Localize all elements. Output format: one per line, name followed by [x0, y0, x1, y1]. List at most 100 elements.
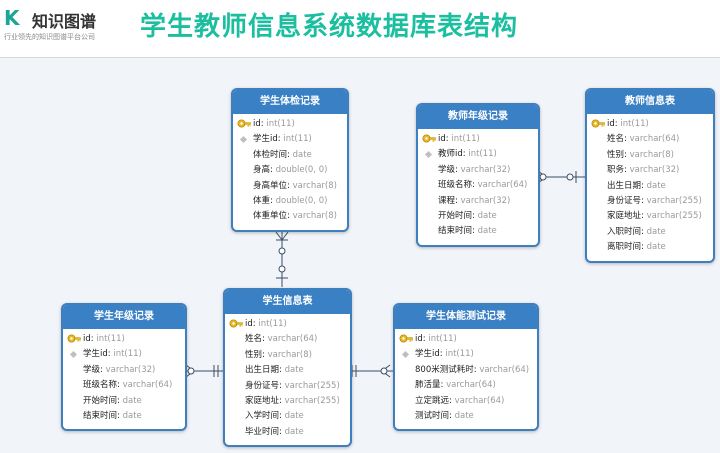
field-row: 测试时间: date [395, 409, 537, 424]
field-separator: : [422, 334, 429, 344]
field-name: 学生id [83, 349, 108, 360]
field-row: 出生日期: date [587, 179, 713, 194]
field-separator: : [117, 410, 123, 421]
field-separator: : [624, 165, 630, 176]
field-name: id [83, 334, 91, 344]
field-name: 家庭地址 [607, 211, 642, 222]
field-separator: : [445, 134, 452, 144]
field-name: 结束时间 [438, 226, 473, 237]
field-name: 班级名称 [438, 180, 473, 191]
field-separator: : [270, 165, 276, 176]
field-separator: : [287, 149, 293, 160]
field-name: 体重 [253, 195, 271, 206]
entity-title: 教师信息表 [587, 90, 713, 114]
field-type: date [292, 149, 312, 160]
field-name: 家庭地址 [245, 395, 280, 406]
field-row: 课程: varchar(32) [418, 194, 538, 209]
entity-title: 学生体能测试记录 [395, 305, 537, 329]
field-type: varchar(32) [460, 164, 511, 175]
field-type: int(11) [113, 349, 142, 360]
field-name: 教师id [438, 149, 463, 160]
field-type: varchar(32) [629, 165, 680, 176]
field-separator: : [439, 349, 446, 360]
field-separator: : [279, 411, 285, 422]
field-separator: : [90, 334, 97, 344]
field-type: int(11) [620, 119, 649, 129]
field-separator: : [277, 134, 284, 145]
field-row: 学级: varchar(32) [418, 163, 538, 178]
field-row: 结束时间: date [63, 409, 185, 424]
field-name: 体重单位 [253, 211, 288, 222]
field-name: id [415, 334, 423, 344]
diamond-icon [401, 351, 410, 359]
field-row: 职务: varchar(32) [587, 163, 713, 178]
logo: K 知识图谱 行业领先的知识图谱平台公司 [4, 6, 134, 46]
field-row: 性别: varchar(8) [225, 348, 350, 363]
field-name: 身高单位 [253, 180, 288, 191]
field-separator: : [614, 119, 621, 129]
field-separator: : [252, 319, 259, 329]
field-separator: : [472, 180, 478, 191]
field-type: int(11) [468, 149, 497, 160]
field-type: date [646, 180, 666, 191]
field-name: 身份证号 [607, 195, 642, 206]
field-row: 身份证号: varchar(255) [587, 194, 713, 209]
field-type: varchar(32) [460, 195, 511, 206]
field-row: id: int(11) [587, 117, 713, 132]
field-type: varchar(64) [122, 380, 173, 391]
field-type: int(11) [428, 334, 457, 344]
key-icon [237, 118, 251, 131]
key-icon [422, 133, 436, 146]
field-separator: : [472, 210, 478, 221]
field-name: 开始时间 [83, 395, 118, 406]
field-name: 身高 [253, 165, 271, 176]
field-type: int(11) [266, 119, 295, 129]
field-separator: : [279, 395, 285, 406]
field-row: 教师id: int(11) [418, 147, 538, 162]
field-row: 学生id: int(11) [395, 347, 537, 362]
field-name: id [253, 119, 261, 129]
field-row: 家庭地址: varchar(255) [225, 394, 350, 409]
logo-tagline: 行业领先的知识图谱平台公司 [4, 33, 95, 41]
field-type: varchar(64) [446, 380, 496, 391]
field-type: varchar(8) [267, 349, 312, 360]
entity-title: 学生信息表 [225, 290, 350, 314]
field-type: varchar(64) [267, 334, 318, 345]
field-separator: : [449, 395, 455, 406]
field-type: int(11) [96, 334, 125, 344]
field-type: int(11) [258, 319, 287, 329]
field-name: 职务 [607, 165, 625, 176]
field-name: 性别 [245, 349, 263, 360]
field-row: 身份证号: varchar(255) [225, 379, 350, 394]
field-type: double(0, 0) [275, 195, 328, 206]
field-name: 体检时间 [253, 149, 288, 160]
field-name: id [607, 119, 615, 129]
field-type: varchar(64) [477, 180, 528, 191]
field-type: date [284, 365, 304, 376]
field-name: 结束时间 [83, 410, 118, 421]
entity-student[interactable]: 学生信息表 id: int(11) 姓名: varchar(64) 性别: varch… [223, 288, 352, 448]
field-name: 姓名 [245, 334, 263, 345]
diamond-icon [424, 151, 433, 159]
field-row: 肺活量: varchar(64) [395, 378, 537, 393]
field-type: date [122, 410, 142, 421]
field-type: varchar(8) [629, 149, 674, 160]
field-row: 离职时间: date [587, 240, 713, 255]
field-name: 学生id [415, 349, 440, 360]
logo-name: 知识图谱 [32, 12, 97, 31]
field-name: 测试时间 [415, 410, 450, 421]
field-separator: : [641, 195, 647, 206]
field-name: id [245, 319, 253, 329]
field-row: 姓名: varchar(64) [587, 132, 713, 147]
field-separator: : [641, 180, 647, 191]
field-row: 结束时间: date [418, 224, 538, 239]
field-separator: : [641, 242, 647, 253]
field-row: 开始时间: date [418, 209, 538, 224]
field-separator: : [641, 226, 647, 237]
